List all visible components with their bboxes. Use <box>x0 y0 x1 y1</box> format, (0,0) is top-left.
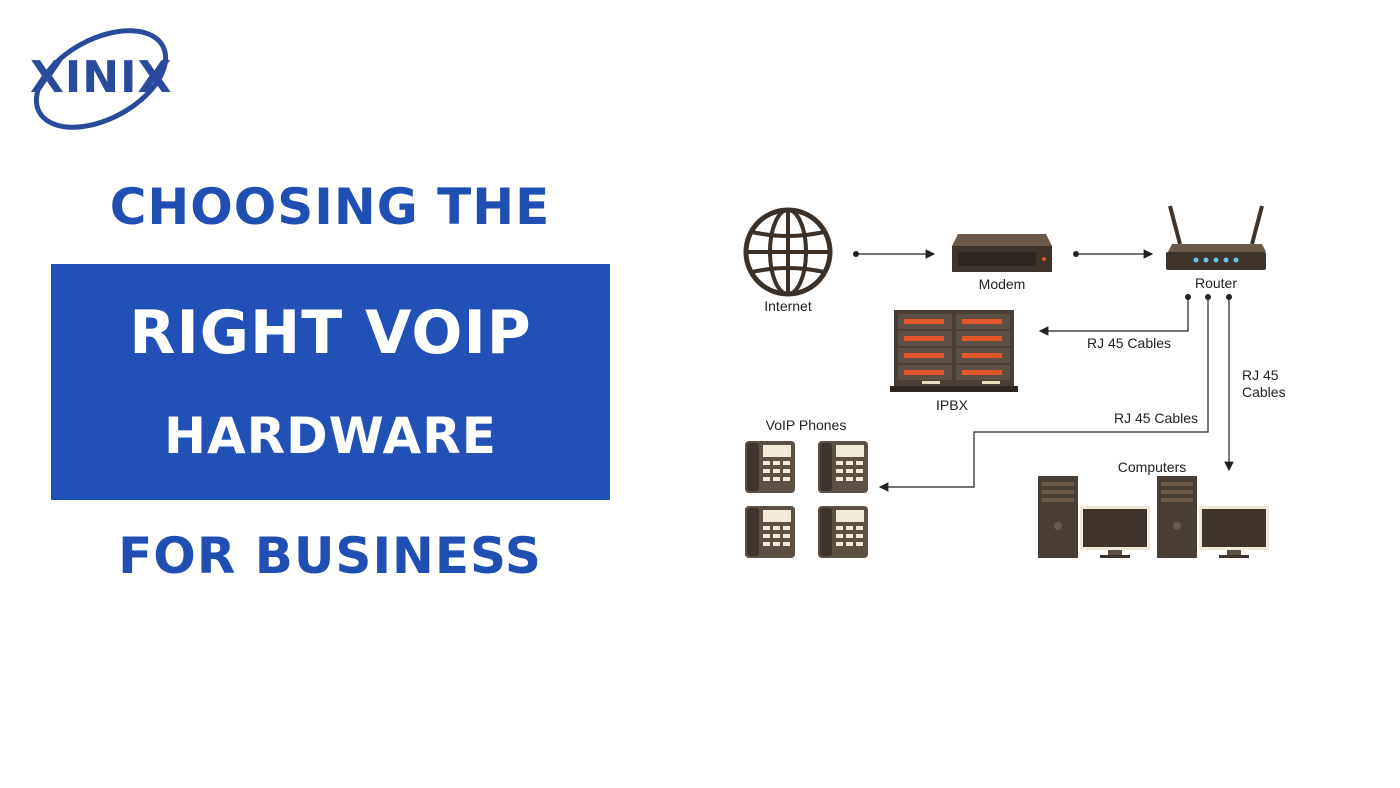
ipbx-label: IPBX <box>936 397 969 413</box>
edge-router-phones <box>878 297 1209 492</box>
headline-line-3: HARDWARE <box>164 407 497 465</box>
ipbx-server-icon <box>890 310 1018 392</box>
headline-line-1: CHOOSING THE <box>109 178 551 236</box>
edge-router-ipbx-label: RJ 45 Cables <box>1087 335 1171 351</box>
edge-router-phones-label: RJ 45 Cables <box>1114 410 1198 426</box>
router-icon <box>1166 205 1266 270</box>
edge-router-computers-label-2: Cables <box>1242 384 1286 400</box>
logo-wordmark: XINIX <box>30 52 173 103</box>
computer-icon <box>1157 476 1269 558</box>
voip-phone-icon <box>818 441 868 493</box>
globe-icon <box>743 207 833 297</box>
edge-router-computers-label-1: RJ 45 <box>1242 367 1279 383</box>
computer-icon <box>1038 476 1150 558</box>
voip-phones-label: VoIP Phones <box>766 417 847 433</box>
modem-icon <box>952 234 1052 272</box>
voip-phone-icon <box>745 506 795 558</box>
internet-label: Internet <box>764 298 812 314</box>
xinix-logo <box>26 24 176 134</box>
computers-label: Computers <box>1118 459 1186 475</box>
headline-line-2: RIGHT VOIP <box>129 298 532 368</box>
edge-router-ipbx <box>1038 297 1189 336</box>
modem-label: Modem <box>979 276 1026 292</box>
headline-line-4: FOR BUSINESS <box>118 527 542 585</box>
router-label: Router <box>1195 275 1237 291</box>
voip-phone-icon <box>818 506 868 558</box>
logo-swoosh-icon <box>33 28 169 130</box>
network-diagram: Internet Modem Router RJ 45 Cables RJ 45… <box>743 205 1286 558</box>
headline-highlight-box: RIGHT VOIP HARDWARE <box>51 264 610 500</box>
voip-phone-icon <box>745 441 795 493</box>
